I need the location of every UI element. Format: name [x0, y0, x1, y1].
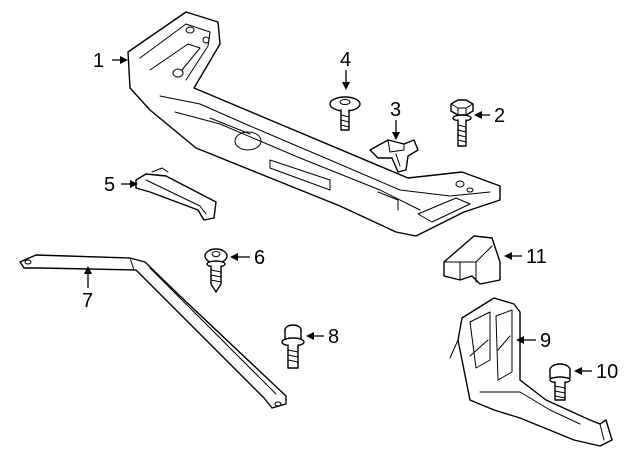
- part-9-duct[interactable]: [449, 297, 613, 447]
- callout-6: 6: [254, 247, 265, 269]
- callout-8: 8: [328, 326, 339, 348]
- part-1-carrier-beam[interactable]: [127, 11, 501, 237]
- callout-labels: 1 2 3 4 5 6 7 8 9 10 11: [82, 49, 618, 383]
- callout-2: 2: [494, 105, 505, 127]
- leader-lines: [84, 56, 592, 375]
- callout-5: 5: [104, 174, 115, 196]
- part-11-bracket[interactable]: [443, 235, 501, 285]
- callout-1: 1: [93, 50, 104, 72]
- part-2-bolt[interactable]: [450, 99, 474, 147]
- part-5-bracket[interactable]: [135, 167, 217, 221]
- callout-7: 7: [82, 290, 93, 312]
- part-8-bolt[interactable]: [281, 324, 305, 369]
- part-3-clip[interactable]: [369, 139, 419, 173]
- part-7-brace[interactable]: [19, 254, 287, 409]
- callout-11: 11: [526, 246, 547, 268]
- callout-10: 10: [596, 361, 618, 383]
- callout-4: 4: [340, 49, 351, 71]
- callout-9: 9: [540, 330, 551, 352]
- part-10-bolt[interactable]: [549, 363, 571, 401]
- callout-3: 3: [390, 99, 401, 121]
- part-4-stud[interactable]: [329, 96, 361, 131]
- part-6-screw[interactable]: [204, 248, 228, 293]
